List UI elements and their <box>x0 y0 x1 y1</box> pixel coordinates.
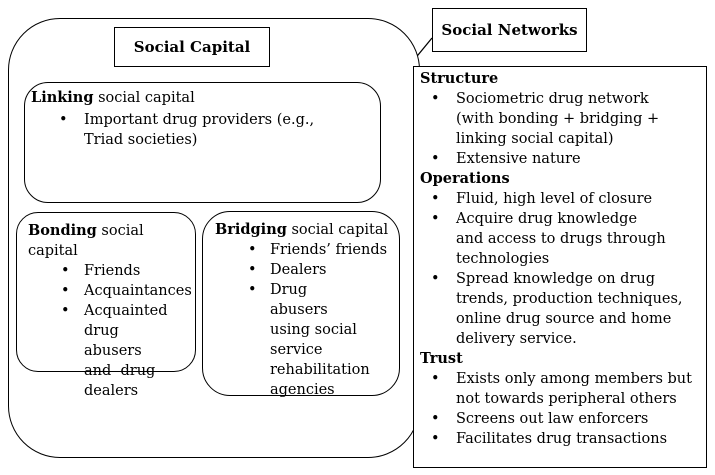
bridging-heading-bold: Bridging <box>215 221 287 238</box>
bullet-icon: • <box>61 263 70 279</box>
bridging-heading-rest: social capital <box>286 222 389 238</box>
bonding-heading-bold: Bonding <box>28 222 97 239</box>
list-item: • Dealers <box>215 260 399 280</box>
operations-list: • Fluid, high level of closure • Acquire… <box>420 189 706 349</box>
bonding-heading: Bonding social capital <box>28 221 195 261</box>
list-item: • Important drug providers (e.g., Triad … <box>31 110 354 150</box>
section-heading-operations: Operations <box>420 170 510 187</box>
linking-list: • Important drug providers (e.g., Triad … <box>31 110 380 150</box>
bullet-icon: • <box>431 271 440 287</box>
bridging-item: Friends’ friends <box>270 242 388 258</box>
social-capital-title: Social Capital <box>114 27 270 67</box>
linking-heading-rest: social capital <box>93 90 195 106</box>
bullet-icon: • <box>431 151 440 167</box>
list-item: • Sociometric drug network (with bonding… <box>420 89 672 149</box>
bridging-item: Dealers <box>270 262 327 278</box>
social-networks-box: Structure • Sociometric drug network (wi… <box>413 66 707 468</box>
bridging-list: • Friends’ friends • Dealers • Drug abus… <box>215 240 399 400</box>
list-item: • Friends <box>28 261 195 281</box>
operations-item: Spread knowledge on drug trends, product… <box>456 271 683 347</box>
operations-item: Fluid, high level of closure <box>456 191 653 207</box>
section-heading-structure: Structure <box>420 70 499 87</box>
list-item: • Spread knowledge on drug trends, produ… <box>420 269 684 349</box>
list-item: • Fluid, high level of closure <box>420 189 706 209</box>
list-item: • Acquire drug knowledge and access to d… <box>420 209 668 269</box>
bridging-heading: Bridging social capital <box>215 220 399 240</box>
trust-item: Facilitates drug transactions <box>456 431 668 447</box>
linking-heading-bold: Linking <box>31 89 94 106</box>
trust-item: Exists only among members but not toward… <box>456 371 692 407</box>
bullet-icon: • <box>431 411 440 427</box>
structure-list: • Sociometric drug network (with bonding… <box>420 89 706 169</box>
operations-item: Acquire drug knowledge and access to dru… <box>456 211 666 267</box>
social-capital-title-text: Social Capital <box>133 38 251 56</box>
bullet-icon: • <box>431 371 440 387</box>
bullet-icon: • <box>431 211 440 227</box>
list-item: • Acquainted drug abusers and drug deale… <box>28 301 168 401</box>
bonding-list: • Friends • Acquaintances • Acquainted d… <box>28 261 195 401</box>
list-item: • Facilitates drug transactions <box>420 429 706 449</box>
bonding-item: Friends <box>84 263 141 279</box>
list-item: • Exists only among members but not towa… <box>420 369 704 409</box>
structure-item: Extensive nature <box>456 151 581 167</box>
bridging-item: Drug abusers using social service rehabi… <box>270 282 370 398</box>
linking-item: Important drug providers (e.g., Triad so… <box>84 112 315 148</box>
bonding-heading-rest: social capital <box>28 223 144 259</box>
bonding-item: Acquaintances <box>84 283 192 299</box>
social-networks-title-text: Social Networks <box>441 21 578 39</box>
list-item: • Friends’ friends <box>215 240 399 260</box>
trust-item: Screens out law enforcers <box>456 411 649 427</box>
bullet-icon: • <box>248 282 257 298</box>
bullet-icon: • <box>59 112 68 128</box>
linking-heading: Linking social capital <box>31 88 380 108</box>
bullet-icon: • <box>248 242 257 258</box>
list-item: • Extensive nature <box>420 149 706 169</box>
section-heading-trust: Trust <box>420 350 463 367</box>
social-networks-title: Social Networks <box>432 8 587 52</box>
trust-list: • Exists only among members but not towa… <box>420 369 706 449</box>
bonding-item: Acquainted drug abusers and drug dealers <box>84 303 173 399</box>
list-item: • Screens out law enforcers <box>420 409 706 429</box>
bullet-icon: • <box>431 431 440 447</box>
linking-box: Linking social capital • Important drug … <box>24 82 381 203</box>
structure-item: Sociometric drug network (with bonding +… <box>456 91 660 147</box>
bullet-icon: • <box>248 262 257 278</box>
bullet-icon: • <box>61 303 70 319</box>
bullet-icon: • <box>431 191 440 207</box>
bridging-box: Bridging social capital • Friends’ frien… <box>202 211 400 398</box>
bonding-box: Bonding social capital • Friends • Acqua… <box>16 212 196 399</box>
list-item: • Acquaintances <box>28 281 195 301</box>
bullet-icon: • <box>61 283 70 299</box>
list-item: • Drug abusers using social service reha… <box>215 280 370 400</box>
bullet-icon: • <box>431 91 440 107</box>
